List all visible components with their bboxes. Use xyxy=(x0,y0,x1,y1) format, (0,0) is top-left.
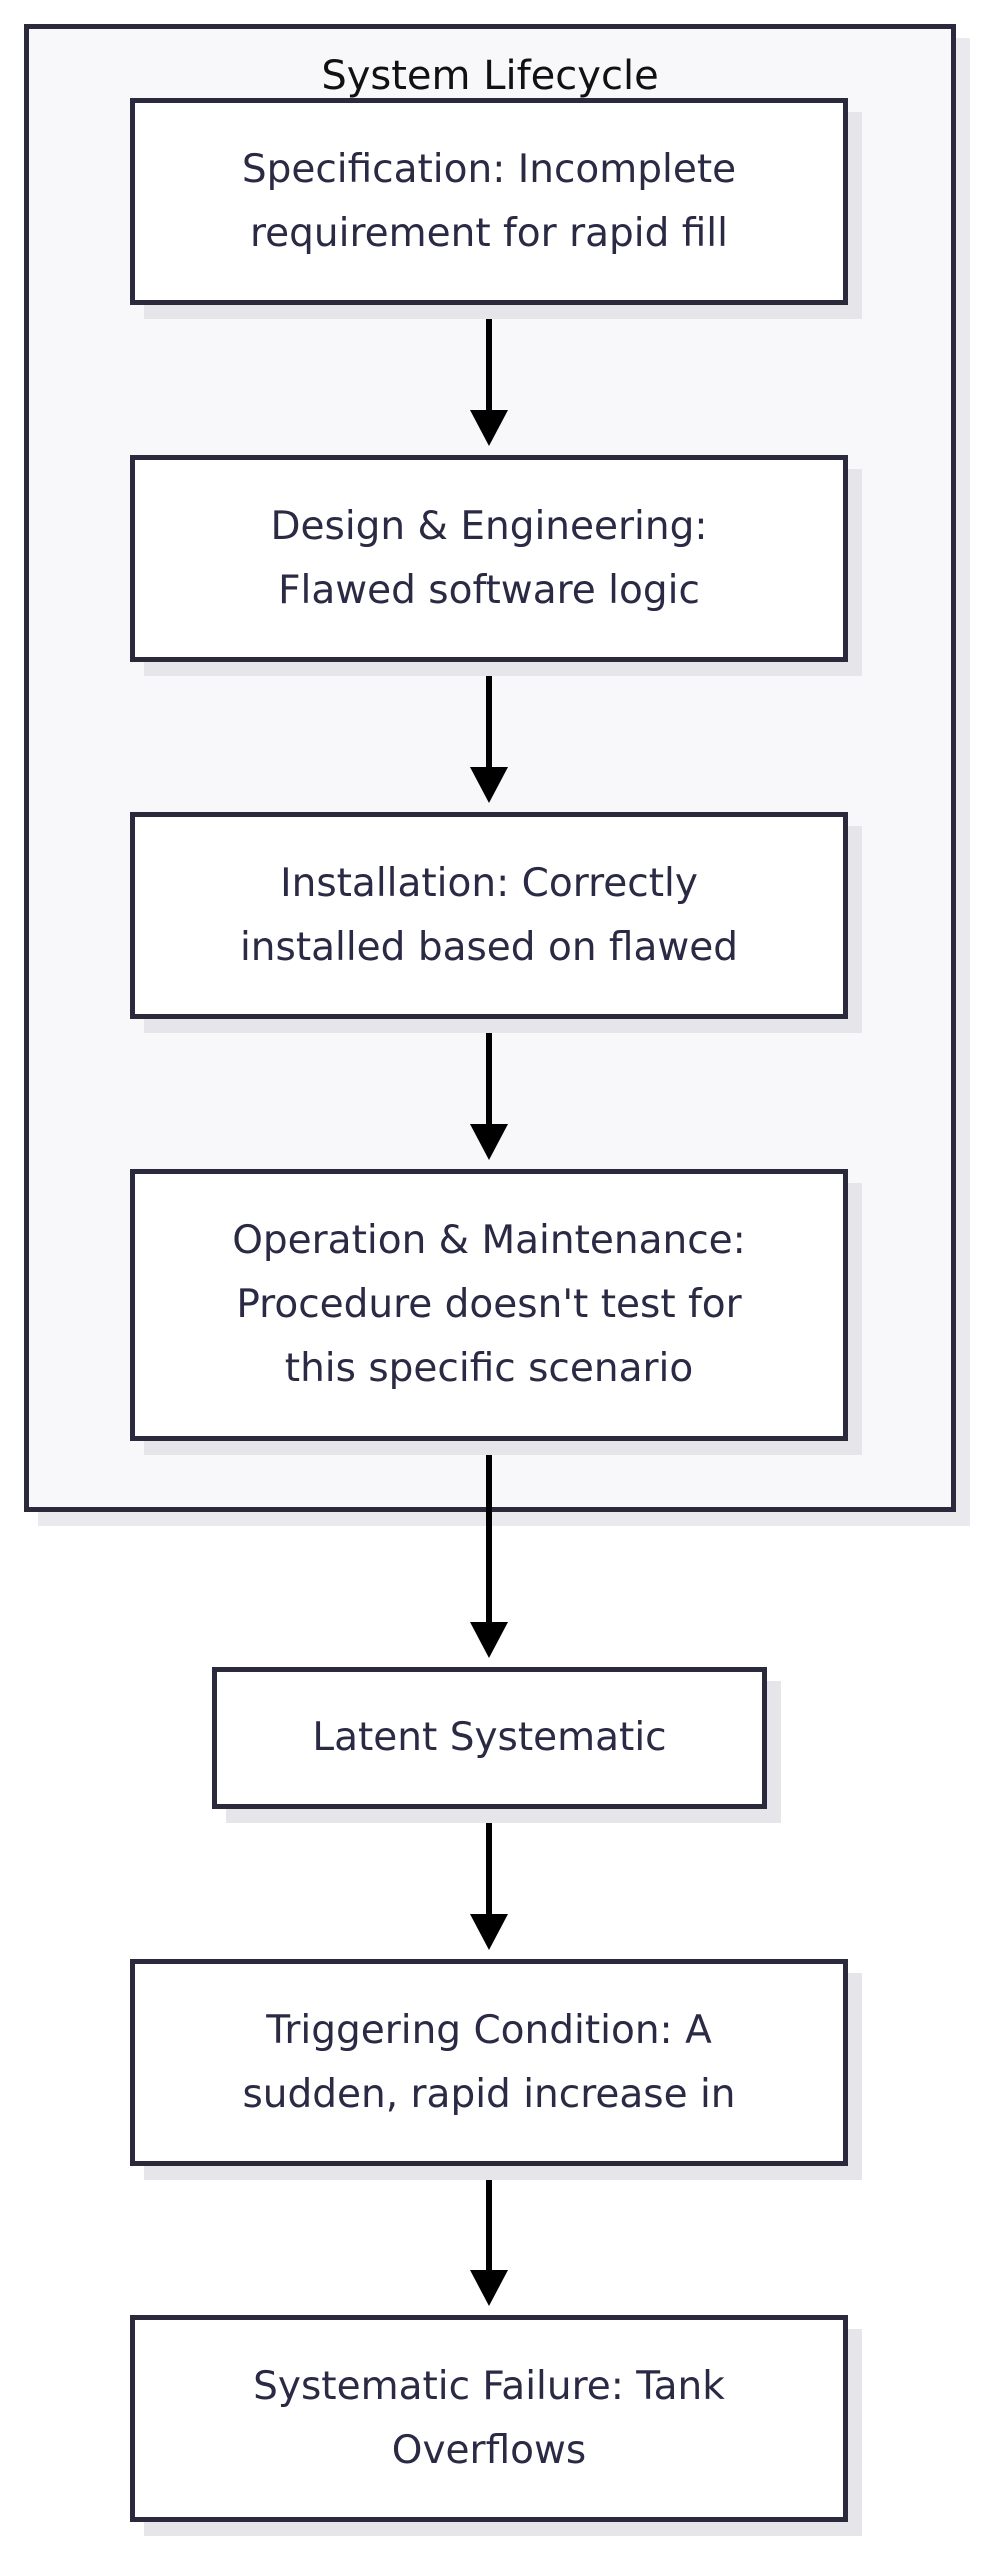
node-triggering-label: Triggering Condition: A sudden, rapid in… xyxy=(242,2007,736,2117)
node-operation-maintenance: Operation & Maintenance: Procedure doesn… xyxy=(130,1169,848,1441)
node-systematic-failure: Systematic Failure: Tank Overflows xyxy=(130,2315,848,2522)
node-design-label: Design & Engineering: Flawed software lo… xyxy=(270,503,708,613)
arrowhead-failure xyxy=(470,2270,508,2306)
arrowhead-latent xyxy=(470,1622,508,1658)
node-installation-label: Installation: Correctly installed based … xyxy=(239,860,739,970)
node-installation: Installation: Correctly installed based … xyxy=(130,812,848,1019)
node-latent-label: Latent Systematic xyxy=(312,1715,667,1760)
node-operation-label: Operation & Maintenance: Procedure doesn… xyxy=(232,1218,746,1391)
node-triggering-condition: Triggering Condition: A sudden, rapid in… xyxy=(130,1959,848,2166)
node-specification: Specification: Incomplete requirement fo… xyxy=(130,98,848,305)
node-failure-label: Systematic Failure: Tank Overflows xyxy=(253,2363,725,2473)
cluster-title: System Lifecycle xyxy=(321,53,659,99)
node-design-engineering: Design & Engineering: Flawed software lo… xyxy=(130,455,848,662)
node-latent-systematic: Latent Systematic xyxy=(212,1667,767,1809)
node-specification-label: Specification: Incomplete requirement fo… xyxy=(241,146,737,256)
arrowhead-trigger xyxy=(470,1914,508,1950)
